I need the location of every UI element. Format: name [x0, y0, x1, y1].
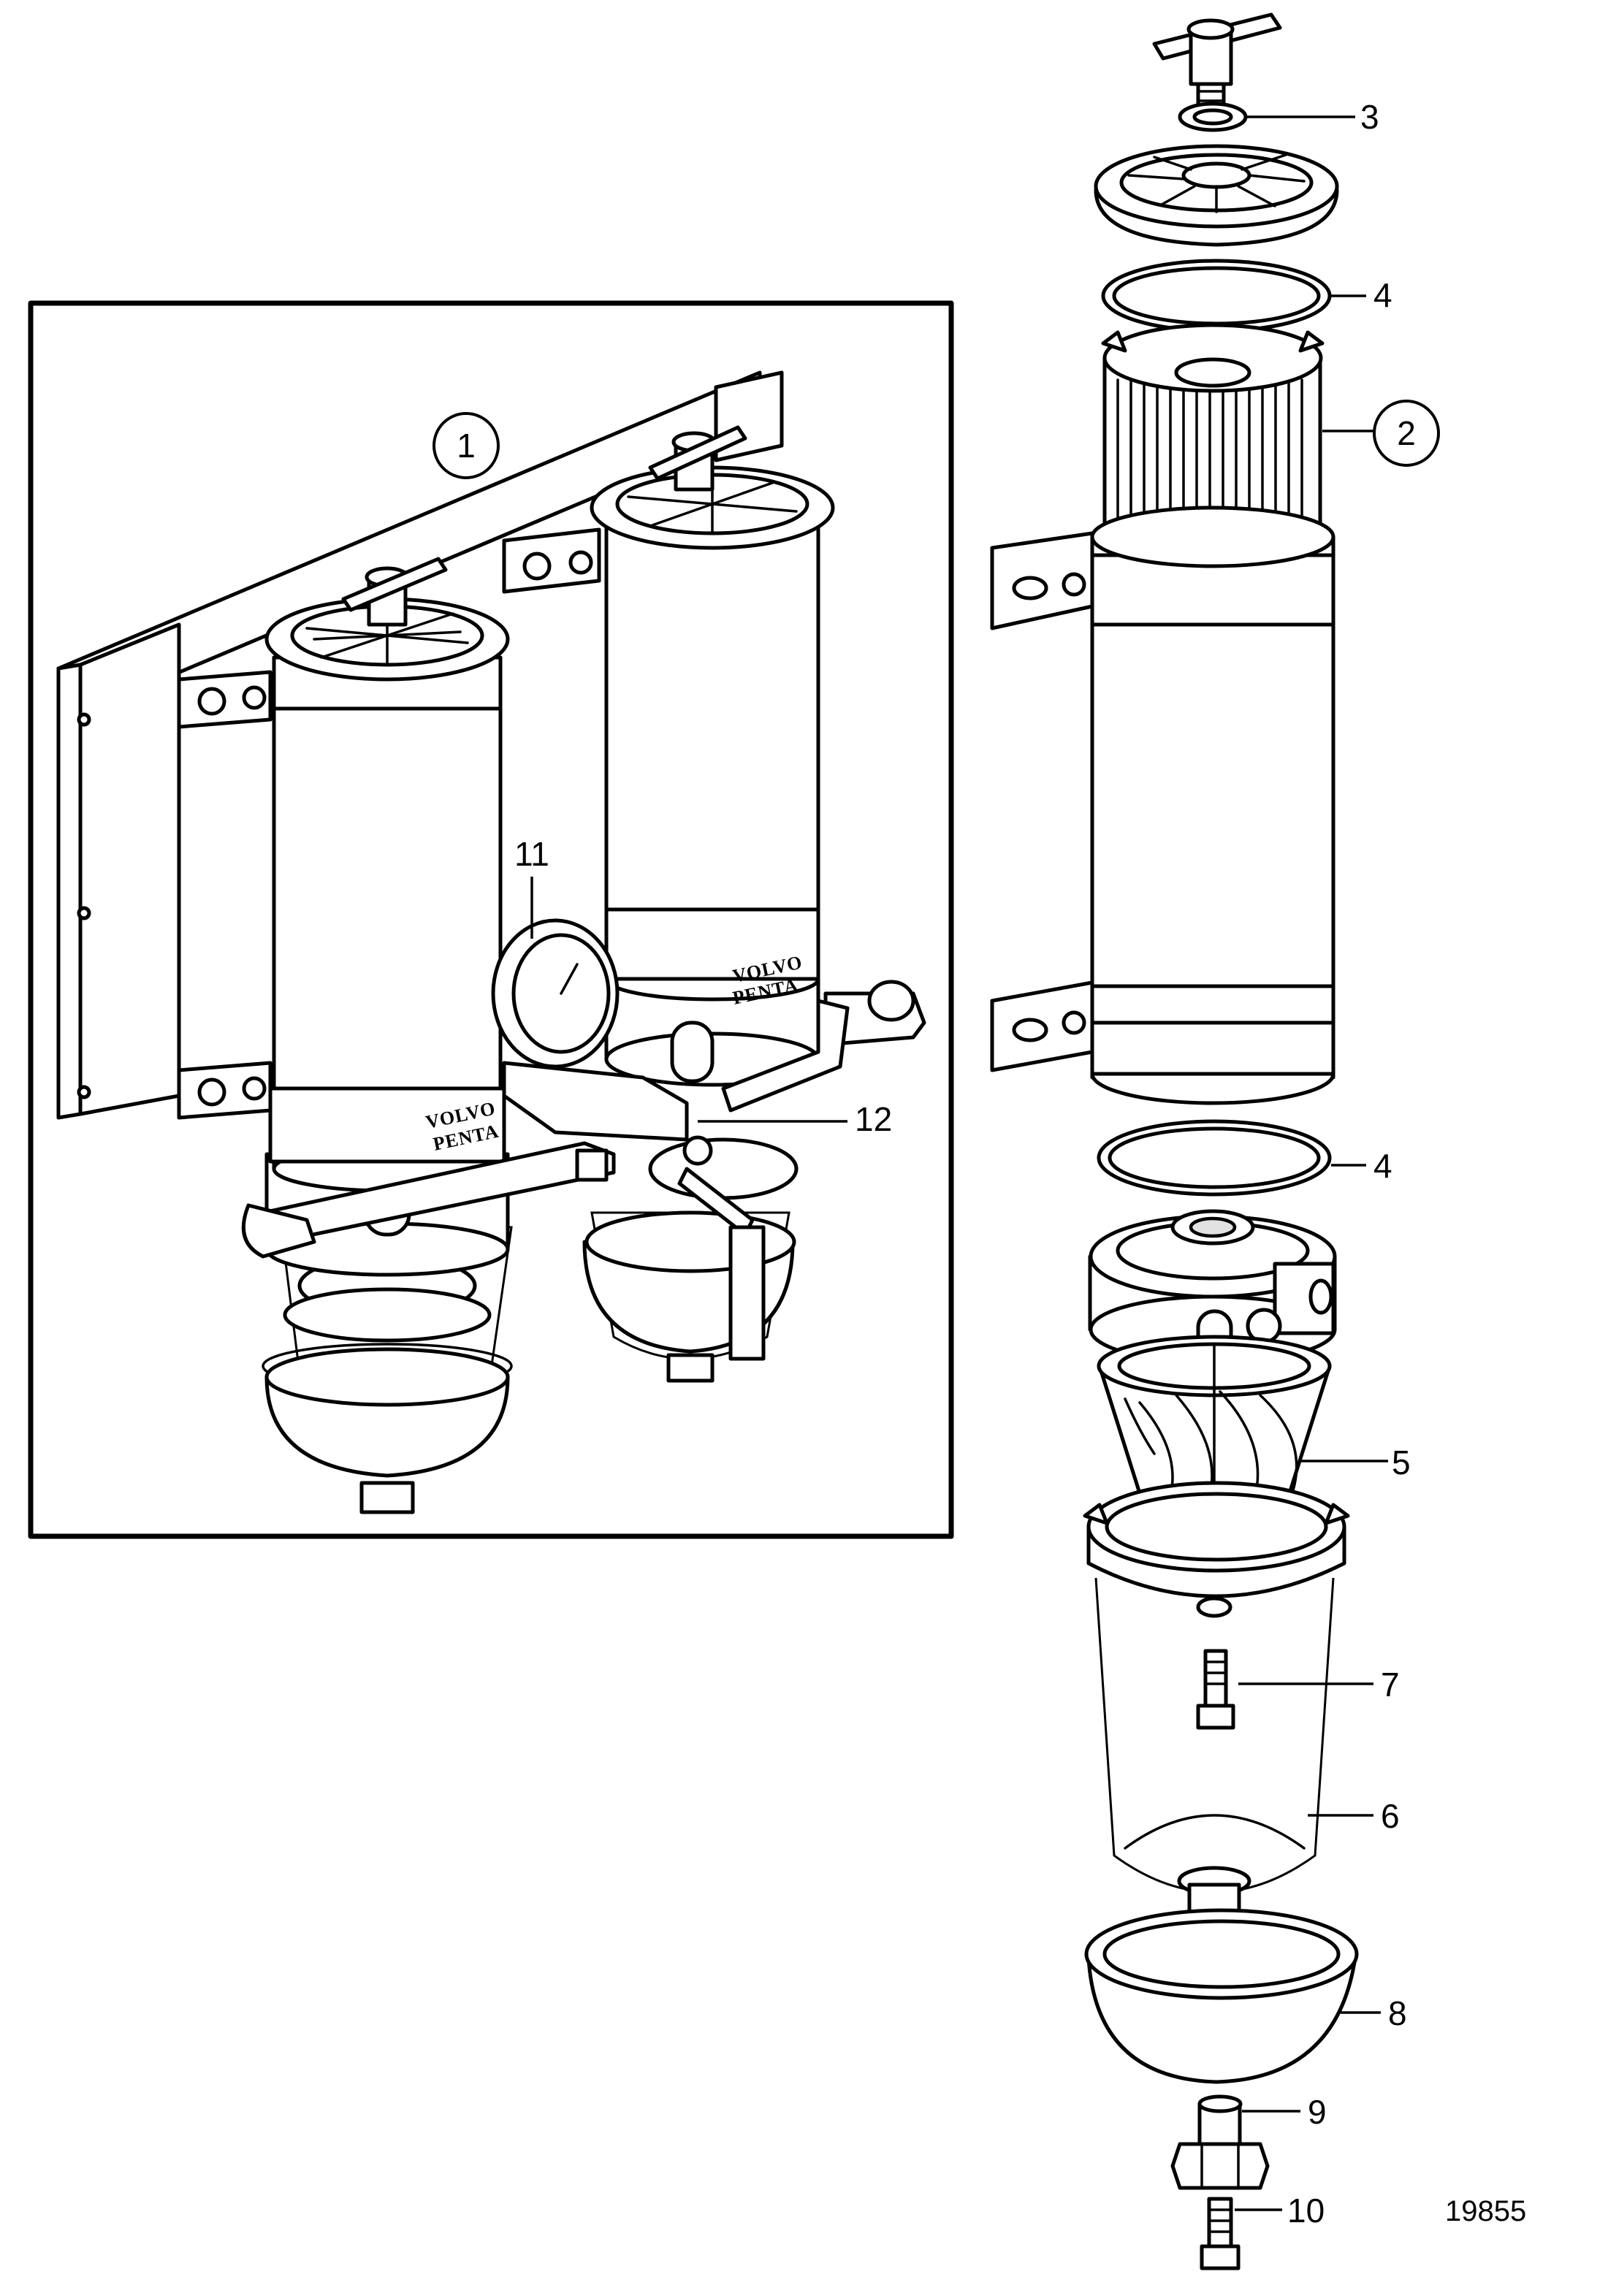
- bowl-screw: [1196, 1649, 1235, 1730]
- protective-cup: [1084, 1908, 1359, 2084]
- callout-2: 2: [1397, 414, 1416, 452]
- callout-3: 3: [1360, 98, 1379, 136]
- bowl-rim: [1083, 1481, 1350, 1618]
- mounting-bracket: [56, 370, 784, 1120]
- callout-4b: 4: [1373, 1147, 1392, 1185]
- glass-bowl: [1094, 1577, 1335, 1949]
- exploded-view: 3 4: [990, 12, 1440, 2270]
- callout-6: 6: [1381, 1797, 1400, 1835]
- callout-2-circle: [1373, 400, 1440, 467]
- callout-8: 8: [1388, 1994, 1407, 2032]
- callout-4a: 4: [1373, 276, 1392, 314]
- pressure-gauge: [491, 918, 620, 1069]
- left-filter-unit: [262, 557, 513, 1514]
- changeover-valve: [241, 980, 926, 1361]
- callout-1: 1: [457, 427, 476, 465]
- filter-lid: [1094, 144, 1339, 247]
- callout-10: 10: [1287, 2192, 1325, 2230]
- callout-1-circle: [433, 412, 500, 479]
- right-filter-unit: [582, 425, 835, 1383]
- callout-11: 11: [514, 835, 549, 873]
- callout-7: 7: [1381, 1666, 1400, 1704]
- drain-nipple: [1170, 2094, 1270, 2190]
- vent-screw-t-handle: [1152, 12, 1282, 119]
- inset-frame: [28, 300, 954, 1539]
- callout-9: 9: [1308, 2093, 1327, 2131]
- o-ring-bottom: [1097, 1119, 1332, 1197]
- document-number: 19855: [1445, 2195, 1526, 2227]
- callout-12: 12: [855, 1100, 892, 1138]
- drain-screw: [1200, 2197, 1241, 2270]
- assembly-inset: VOLVO PENTA VOLVO PENTA 1 11 12: [28, 300, 954, 1539]
- callout-5: 5: [1392, 1443, 1411, 1481]
- sealing-washer: [1178, 102, 1248, 132]
- o-ring-top: [1101, 259, 1332, 333]
- filter-housing: [990, 506, 1335, 1105]
